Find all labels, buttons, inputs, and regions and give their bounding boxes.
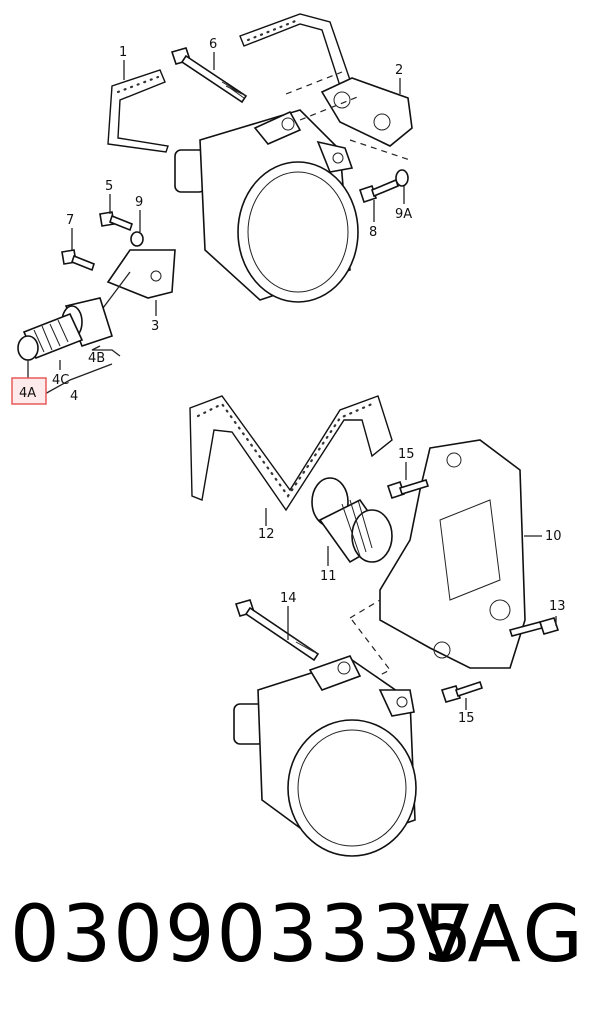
label-15-upper: 15 (398, 447, 415, 462)
label-9: 9 (135, 195, 143, 210)
part-number: 030903335 (10, 890, 475, 980)
belt-12 (189, 395, 393, 512)
label-5: 5 (105, 179, 113, 194)
leader-lines (71, 52, 557, 710)
bolt-8 (358, 169, 409, 204)
label-12: 12 (258, 527, 275, 542)
bolt-7 (61, 249, 95, 272)
bolt-15-lower (440, 680, 484, 703)
bolt-6 (170, 47, 248, 104)
label-1: 1 (119, 45, 127, 60)
bolt-5 (99, 211, 133, 232)
highlight-box-4A (11, 377, 47, 405)
bolt-14 (234, 599, 320, 662)
label-4B: 4B (88, 351, 105, 366)
label-11: 11 (320, 569, 337, 584)
alternator-top (174, 109, 359, 303)
label-2: 2 (395, 63, 403, 78)
tensioner-4 (17, 297, 121, 401)
label-4: 4 (70, 389, 78, 404)
tensioner-pulley-11 (311, 477, 393, 564)
label-14: 14 (280, 591, 297, 606)
brand-name: VAG (416, 890, 586, 980)
label-9A: 9A (395, 207, 412, 222)
bracket-10 (329, 439, 526, 701)
bracket-3 (99, 249, 176, 313)
label-3: 3 (151, 319, 159, 334)
label-10: 10 (545, 529, 562, 544)
label-13: 13 (549, 599, 566, 614)
label-7: 7 (66, 213, 74, 228)
label-15-lower: 15 (458, 711, 475, 726)
washer-9 (130, 231, 144, 247)
bracket-2 (285, 71, 413, 161)
label-6: 6 (209, 37, 217, 52)
bolt-15-upper (386, 479, 430, 500)
label-4A: 4A (19, 386, 36, 401)
exploded-parts-diagram: 1 6 2 5 9 7 8 9A 3 4B 4C 4A 4 15 10 12 1… (11, 13, 566, 857)
label-8: 8 (369, 225, 377, 240)
label-4C: 4C (52, 373, 69, 388)
footer: 030903335 VAG (0, 890, 600, 1000)
bolt-13 (508, 617, 560, 637)
alternator-bottom (233, 655, 417, 857)
